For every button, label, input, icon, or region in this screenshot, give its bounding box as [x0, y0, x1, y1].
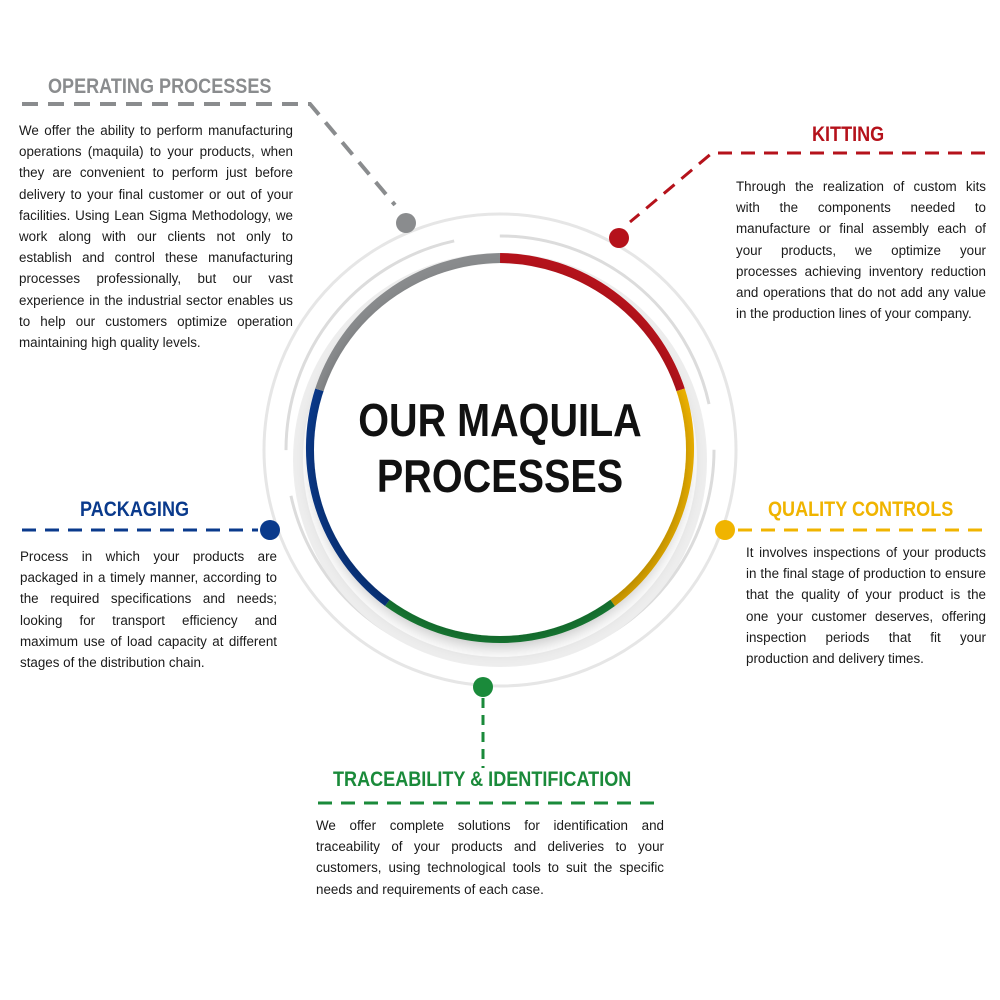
dot-blue-icon [260, 520, 280, 540]
dot-yellow-icon [715, 520, 735, 540]
center-title-line1: OUR MAQUILA [358, 394, 642, 446]
quality-text: It involves inspections of your products… [746, 545, 986, 667]
outer-ring [262, 212, 738, 688]
traceability-text: We offer complete solutions for identifi… [316, 818, 664, 897]
center-disk [314, 264, 686, 636]
packaging-text: Process in which your products are packa… [20, 549, 277, 671]
ring-segment-yellow [609, 388, 695, 607]
ring-segment-red [499, 253, 685, 392]
packaging-title: PACKAGING [80, 498, 190, 521]
ring-segment-green [385, 597, 615, 643]
center-title-line2: PROCESSES [376, 450, 624, 502]
kitting-title: KITTING [812, 123, 885, 146]
center-title: OUR MAQUILA PROCESSES [354, 392, 646, 504]
kitting-text: Through the realization of custom kits w… [736, 179, 986, 322]
ring-segment-gray [315, 253, 501, 392]
dot-red-icon [609, 228, 629, 248]
operating-title: OPERATING PROCESSES [48, 75, 272, 98]
dot-gray-icon [396, 213, 416, 233]
quality-title: QUALITY CONTROLS [768, 498, 954, 521]
connector-operating [22, 102, 397, 207]
color-ring [305, 253, 695, 643]
operating-text: We offer the ability to perform manufact… [19, 123, 293, 351]
dot-green-icon [473, 677, 493, 697]
ring-segment-blue [305, 388, 391, 607]
traceability-title: TRACEABILITY & IDENTIFICATION [333, 768, 632, 791]
